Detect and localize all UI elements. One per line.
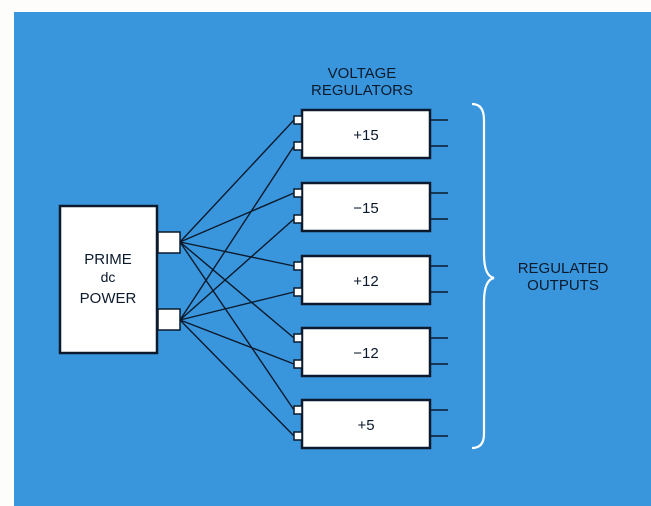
prime-dc-power-block: PRIME dc POWER	[58, 204, 181, 355]
regulator-2: −15	[293, 181, 448, 233]
wires	[179, 119, 295, 437]
regulator-1: +15	[293, 108, 448, 160]
wire-top-to-regulator-1	[179, 119, 295, 243]
title-line-1: VOLTAGE	[328, 65, 397, 82]
regulator-box	[300, 398, 432, 450]
wire-bottom-to-regulator-4	[179, 319, 295, 365]
regulator-box	[300, 108, 432, 160]
wire-top-to-regulator-4	[179, 241, 295, 339]
regulator-box	[300, 326, 432, 378]
wire-top-to-regulator-3	[179, 241, 295, 267]
wire-top-to-regulator-2	[179, 192, 295, 243]
source-line-1: PRIME	[84, 251, 132, 268]
input-terminal	[293, 141, 303, 151]
wire-bottom-to-regulator-5	[179, 319, 295, 437]
regulator-5: +5	[293, 398, 448, 450]
input-terminal	[293, 214, 303, 224]
regulator-label: +15	[353, 127, 378, 144]
outputs-label-line-1: REGULATED	[518, 260, 609, 277]
output-brace	[471, 102, 495, 450]
input-terminal	[293, 405, 303, 415]
input-terminal	[293, 287, 303, 297]
regulator-label: +5	[357, 417, 374, 434]
input-terminal	[293, 261, 303, 271]
outputs-label-line-2: OUTPUTS	[527, 277, 599, 294]
wire-bottom-to-regulator-2	[179, 218, 295, 321]
regulator-label: −15	[353, 200, 378, 217]
title-line-2: REGULATORS	[311, 82, 413, 99]
source-box	[58, 204, 159, 355]
source-line-3: POWER	[80, 290, 137, 307]
regulator-3: +12	[293, 254, 448, 306]
wire-top-to-regulator-5	[179, 241, 295, 411]
source-line-2: dc	[101, 269, 116, 285]
regulator-box	[300, 254, 432, 306]
input-terminal	[293, 431, 303, 441]
regulator-4: −12	[293, 326, 448, 378]
wire-bottom-to-regulator-3	[179, 291, 295, 321]
input-terminal	[293, 188, 303, 198]
regulator-box	[300, 181, 432, 233]
source-port-top	[157, 231, 181, 254]
input-terminal	[293, 115, 303, 125]
input-terminal	[293, 333, 303, 343]
wire-bottom-to-regulator-1	[179, 145, 295, 321]
regulator-label: +12	[353, 273, 378, 290]
regulator-label: −12	[353, 345, 378, 362]
input-terminal	[293, 359, 303, 369]
source-port-bottom	[157, 308, 181, 331]
